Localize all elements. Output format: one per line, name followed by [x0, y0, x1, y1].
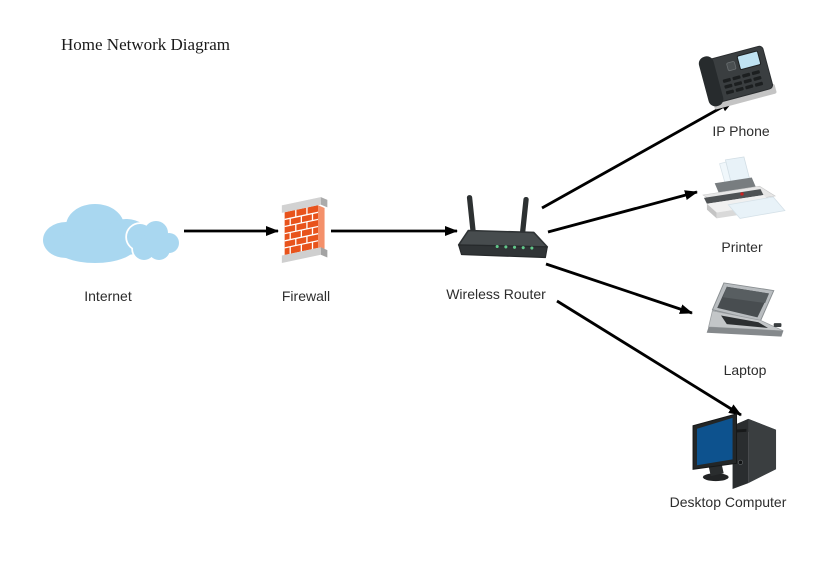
- brick-wall-icon: [281, 197, 328, 263]
- laptop-icon: [706, 282, 784, 337]
- node-internet[interactable]: Internet: [30, 194, 186, 304]
- node-label-wireless-router: Wireless Router: [446, 286, 546, 302]
- edge-router-printer[interactable]: [547, 190, 698, 234]
- node-ip-phone[interactable]: IP Phone: [694, 34, 788, 139]
- node-label-desktop-computer: Desktop Computer: [669, 494, 787, 510]
- node-label-firewall: Firewall: [281, 288, 331, 304]
- edge-router-ipphone[interactable]: [541, 99, 734, 210]
- node-label-internet: Internet: [84, 288, 132, 304]
- desk-phone-icon: [698, 45, 777, 110]
- node-laptop[interactable]: Laptop: [696, 281, 794, 378]
- node-printer[interactable]: Printer: [692, 156, 792, 255]
- wireless-router-icon: [457, 195, 549, 259]
- node-wireless-router[interactable]: Wireless Router: [440, 190, 552, 302]
- node-desktop-computer[interactable]: Desktop Computer: [670, 406, 786, 510]
- diagram-title: Home Network Diagram: [61, 35, 231, 54]
- edge-router-desktop[interactable]: [556, 299, 742, 417]
- node-label-ip-phone: IP Phone: [712, 123, 770, 139]
- cloud-icon: [43, 204, 181, 263]
- desktop-computer-icon: [692, 413, 777, 490]
- node-label-printer: Printer: [721, 239, 763, 255]
- edge-router-laptop[interactable]: [545, 262, 693, 315]
- node-label-laptop: Laptop: [723, 362, 767, 378]
- printer-icon: [702, 156, 786, 219]
- node-firewall[interactable]: Firewall: [270, 190, 342, 304]
